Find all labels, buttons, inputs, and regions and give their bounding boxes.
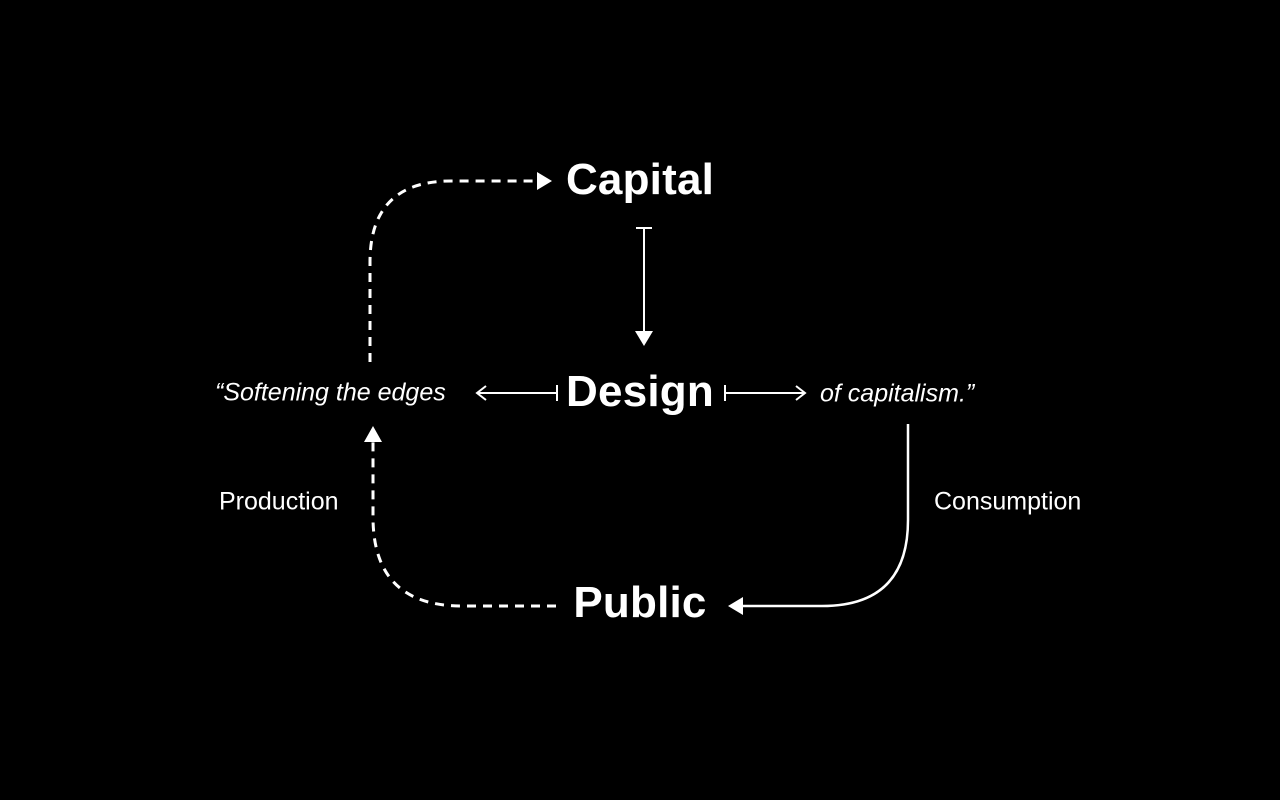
design-to-quote-right-arrowhead	[795, 385, 807, 401]
quote-right: of capitalism.”	[820, 379, 975, 408]
edge-label-consumption: Consumption	[934, 487, 1082, 516]
edge-label-production: Production	[219, 487, 339, 516]
design-to-quote-left-arrowhead	[475, 385, 487, 401]
node-capital: Capital	[565, 155, 715, 204]
node-design: Design	[566, 367, 714, 416]
quote-to-capital-dashed-curve	[368, 179, 538, 362]
quote-left: “Softening the edges	[215, 378, 446, 407]
capital-to-design-arrowhead	[635, 331, 653, 346]
public-to-quote-arrowhead	[364, 426, 382, 442]
node-public: Public	[573, 578, 707, 627]
quote-to-capital-arrowhead	[537, 172, 552, 190]
public-to-quote-dashed-curve	[371, 441, 556, 608]
quote-to-public-arrowhead	[728, 597, 743, 615]
quote-to-public-curve	[742, 424, 910, 608]
